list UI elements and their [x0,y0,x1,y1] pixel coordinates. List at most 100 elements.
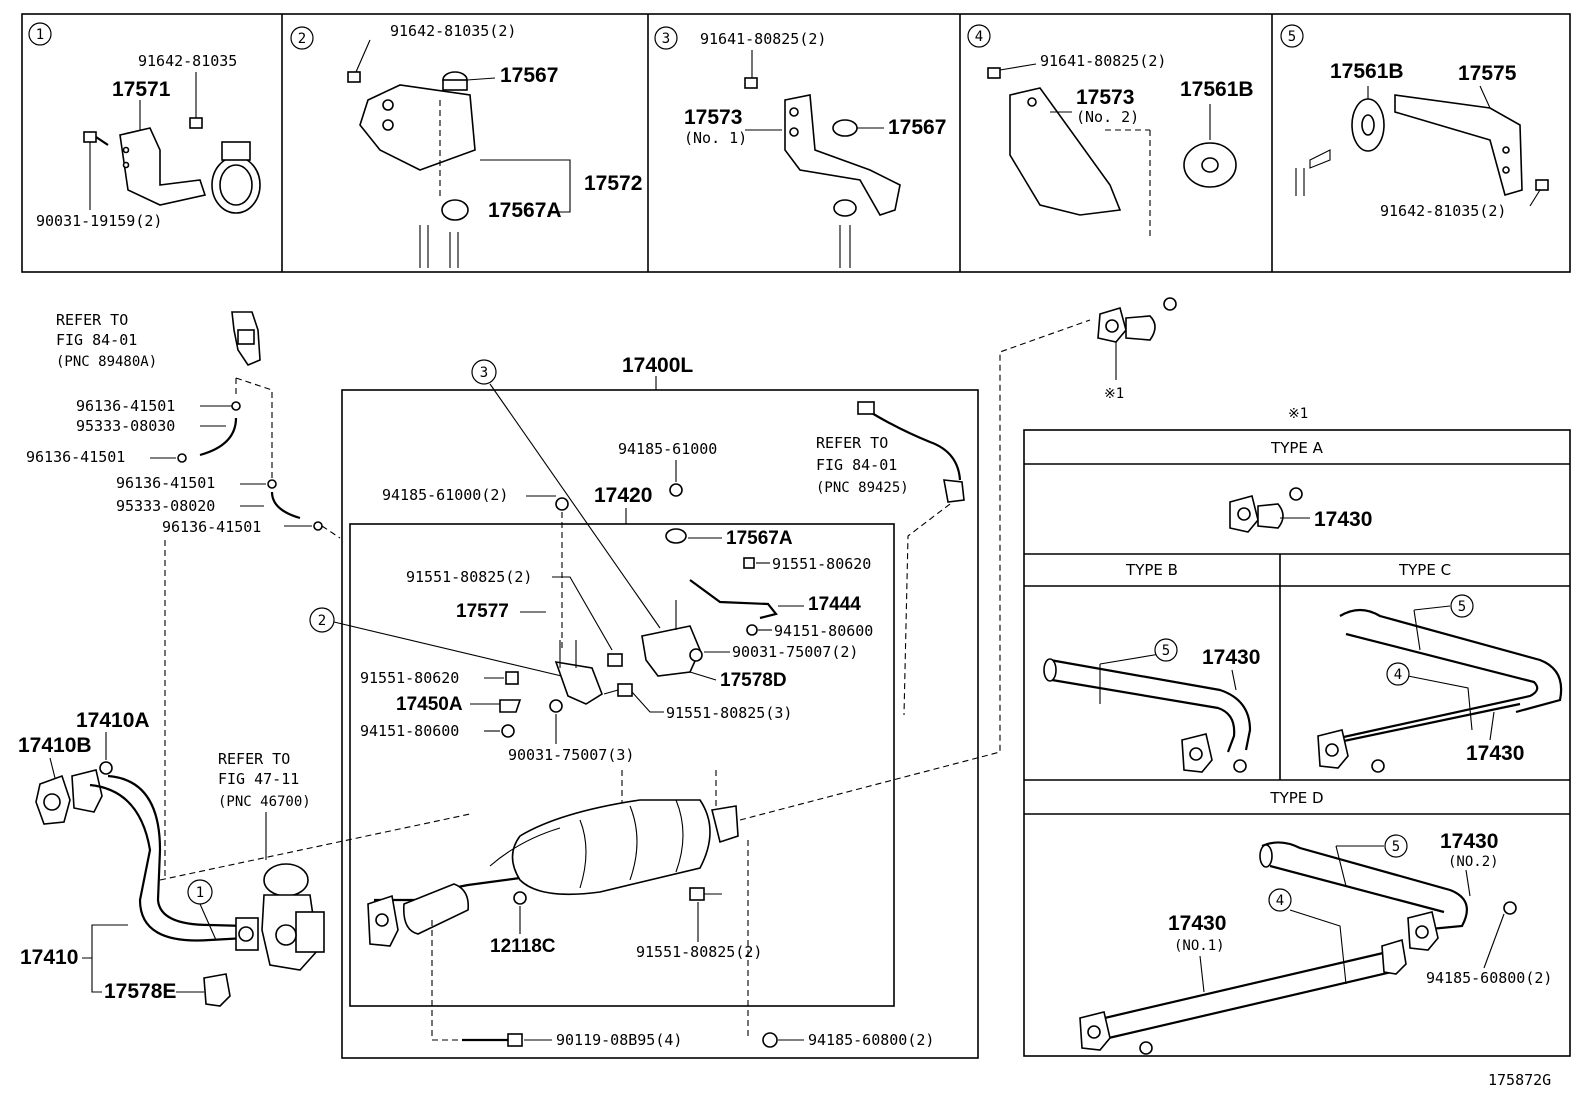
bolt-icon [607,653,623,667]
refer-fig-84-01-line2: FIG 84-01 [56,331,137,349]
refer-fig-84-01-line1: REFER TO [56,311,128,329]
bolt-icon [347,71,361,83]
panel-2-part-91642-81035: 91642-81035(2) [390,22,516,40]
panel-3-number: 3 [662,31,670,47]
type-b-ref-5: 5 [1162,643,1170,659]
bolt-icon [1535,179,1549,191]
part-17567A: 17567A [726,528,793,549]
clamp-17578E-shape [203,973,231,1007]
bracket-17575-shape [1394,94,1523,196]
subassembly-17420: 17420 [594,484,652,507]
panel-5: 5 17561B 17575 91642-81035(2) [1280,24,1549,220]
panel-1-part-90031-19159: 90031-19159(2) [36,212,162,230]
panel-2: 2 91642-81035(2) 17567 17572 17567A [290,22,642,268]
type-d-ref-5: 5 [1392,839,1400,855]
part-91551-80825-2b: 91551-80825(2) [636,943,762,961]
bolt-icon [505,671,519,685]
part-91551-80620-a: 91551-80620 [772,555,871,573]
part-90119-08B95-4: 90119-08B95(4) [556,1031,682,1049]
panel-5-number: 5 [1288,29,1296,45]
left-part-95333-08020: 95333-08020 [116,497,215,515]
top-panel-frame [21,13,1571,273]
refer-fig-47-11-line2: FIG 47-11 [218,770,299,788]
vacuum-actuator-46700-shape [263,863,309,897]
part-17450A: 17450A [396,694,463,715]
part-94185-60800-2: 94185-60800(2) [808,1031,934,1049]
type-d-part-17430-no2-sub: (NO.2) [1448,854,1499,870]
subassembly-17420-frame [349,523,895,1007]
catalytic-converter-12118C-shape [511,799,711,896]
refer-fig-84-01-sensor-line2: FIG 84-01 [816,456,897,474]
bracket-17572-shape [359,84,476,171]
part-91551-80825-3: 91551-80825(3) [666,704,792,722]
note-1-flange: ※1 [1097,297,1177,402]
type-b-part-17430: 17430 [1202,646,1260,669]
left-part-95333-08030: 95333-08030 [76,417,175,435]
type-table-header-mark: ※1 [1288,406,1308,422]
panel-3-part-91641-80825: 91641-80825(2) [700,30,826,48]
type-a-title: TYPE A [1270,439,1324,457]
type-c-title: TYPE C [1398,561,1451,579]
main-assembly: 17400L 17420 3 REFER TO FIG 84-01 (PNC 8… [159,319,1091,1059]
bracket-17573-no1-shape [784,94,901,216]
panel-1-part-91642-81035: 91642-81035 [138,52,237,70]
type-table: ※1 TYPE A TYPE B TYPE C TYPE D 17430 5 1… [1023,406,1571,1057]
refer-fig-47-11-pnc: (PNC 46700) [218,794,311,810]
bolt-icon [83,131,97,143]
bracket-17444-shape [689,579,778,620]
type-table-frame [1023,429,1571,1057]
left-part-96136-41501-c: 96136-41501 [116,474,215,492]
type-c-ref-5: 5 [1458,599,1466,615]
bolt-icon [507,1033,523,1047]
panel-3-part-17573-sub: (No. 1) [684,129,747,147]
type-d-part-94185-60800: 94185-60800(2) [1426,969,1552,987]
part-17578D: 17578D [720,670,787,691]
part-94151-80600-b: 94151-80600 [360,722,459,740]
bolt-icon [987,67,1001,79]
panel-2-number: 2 [298,31,306,47]
type-c-part-17430: 17430 [1466,742,1524,765]
panel-3-part-17573: 17573 [684,106,742,129]
type-d-part-17430-no1: 17430 [1168,912,1226,935]
panel-1: 1 91642-81035 17571 90031-19159(2) [28,22,261,230]
type-b-title: TYPE B [1125,561,1178,579]
type-d-ref-4: 4 [1276,893,1284,909]
type-d-title: TYPE D [1269,789,1323,807]
panel-2-part-17572: 17572 [584,172,642,195]
part-90031-75007-3: 90031-75007(3) [508,746,634,764]
panel-4-part-17573: 17573 [1076,86,1134,109]
panel-4-number: 4 [975,29,983,45]
type-c-ref-4: 4 [1394,667,1402,683]
part-94185-61000-2: 94185-61000(2) [382,486,508,504]
note-1-mark: ※1 [1104,386,1124,402]
panel-1-part-17571: 17571 [112,78,171,101]
assembly-17400L-frame [341,389,979,1059]
bolt-icon [743,557,755,569]
part-94151-80600-a: 94151-80600 [774,622,873,640]
ref-circle-1: 1 [196,885,204,901]
refer-fig-47-11-line1: REFER TO [218,750,290,768]
o2-sensor-wire-shape [869,411,962,481]
left-section: REFER TO FIG 84-01 (PNC 89480A) 96136-41… [18,311,341,1007]
part-90031-75007-2: 90031-75007(2) [732,643,858,661]
panel-2-part-17567A: 17567A [488,199,562,222]
bolt-icon [189,117,203,129]
bolt-icon [617,683,633,697]
type-d-part-17430-no2: 17430 [1440,830,1498,853]
bolt-icon [744,77,758,89]
panel-4-part-17573-sub: (No. 2) [1076,108,1139,126]
panel-1-number: 1 [36,27,44,43]
type-a-part-17430: 17430 [1314,508,1372,531]
left-part-96136-41501-d: 96136-41501 [162,518,261,536]
panel-5-part-17575: 17575 [1458,62,1517,85]
ref-circle-2: 2 [318,613,326,629]
bolt-icon [689,887,705,901]
top-panels [21,13,1571,273]
part-17410: 17410 [20,946,78,969]
panel-2-part-17567: 17567 [500,64,558,87]
part-12118C: 12118C [490,936,556,957]
part-17577: 17577 [456,601,509,622]
left-part-96136-41501-b: 96136-41501 [26,448,125,466]
refer-fig-84-01-sensor-line1: REFER TO [816,434,888,452]
